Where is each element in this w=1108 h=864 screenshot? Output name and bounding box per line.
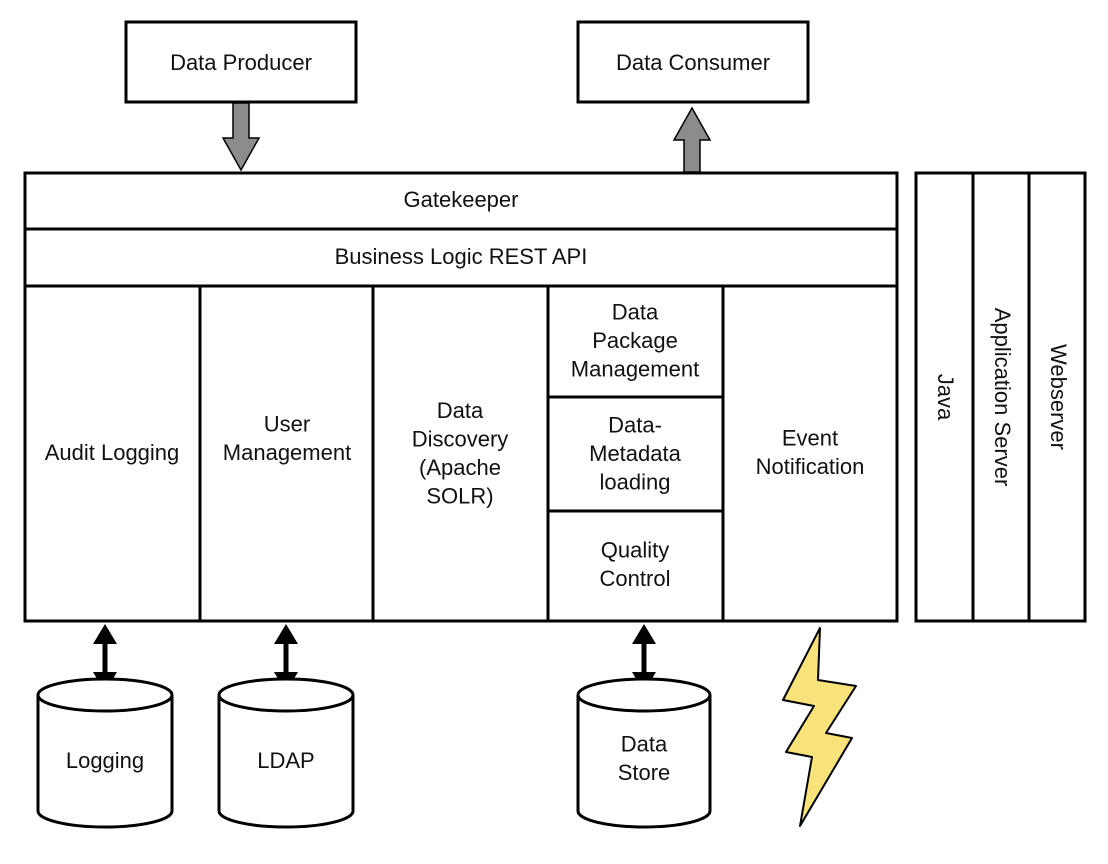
data-producer-label: Data Producer <box>170 50 312 75</box>
label-line: (Apache <box>419 455 501 480</box>
gatekeeper-label: Gatekeeper <box>404 187 519 212</box>
data-producer-box: Data Producer <box>124 20 358 104</box>
label-line: Quality <box>601 538 669 563</box>
label-line: Audit Logging <box>45 440 180 465</box>
label-line: Data <box>437 398 484 423</box>
logging-cylinder: Logging <box>36 677 174 829</box>
label-line: Management <box>571 356 699 381</box>
rest-api-label: Business Logic REST API <box>335 244 588 269</box>
logging-store-label: Logging <box>66 748 144 773</box>
label-line: Event <box>782 426 838 451</box>
metadata-loading-label: Data- Metadata loading <box>589 412 681 494</box>
consumer-up-arrow <box>672 106 712 173</box>
producer-down-arrow <box>221 102 261 172</box>
label-line: User <box>264 412 310 437</box>
label-line: Data- <box>608 412 662 437</box>
lightning-bolt-icon <box>782 627 857 827</box>
ldap-cylinder: LDAP <box>217 677 355 829</box>
label-line: Data <box>612 299 659 324</box>
data-consumer-label: Data Consumer <box>616 50 770 75</box>
label-line: Notification <box>756 454 865 479</box>
label-line: LDAP <box>257 748 314 773</box>
label-line: SOLR) <box>426 484 493 509</box>
ldap-store-label: LDAP <box>257 748 314 773</box>
label-line: Management <box>223 440 351 465</box>
label-line: Data <box>621 732 668 757</box>
label-line: loading <box>600 469 671 494</box>
label-line: Store <box>618 760 671 785</box>
gatekeeper-layer: Gatekeeper <box>23 171 899 231</box>
rest-api-layer: Business Logic REST API <box>23 227 899 288</box>
app-server-label: Application Server <box>990 308 1015 487</box>
webserver-label: Webserver <box>1046 344 1071 450</box>
label-line: Logging <box>66 748 144 773</box>
label-line: Discovery <box>412 427 509 452</box>
label-line: Package <box>592 328 678 353</box>
data-consumer-box: Data Consumer <box>576 20 810 104</box>
audit-logging-label: Audit Logging <box>45 440 180 465</box>
java-label: Java <box>933 374 958 421</box>
label-line: Metadata <box>589 441 681 466</box>
label-line: Control <box>600 566 671 591</box>
platform-stack: Java Application Server Webserver <box>914 171 1087 623</box>
